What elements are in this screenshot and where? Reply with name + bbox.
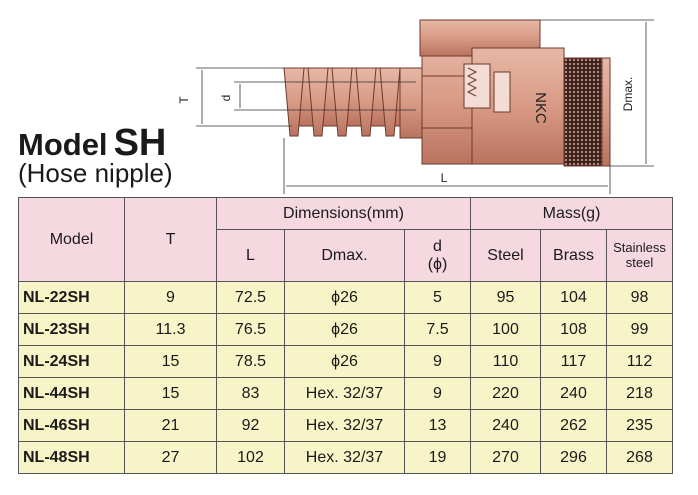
cell-l: 83 xyxy=(216,377,285,410)
cell-dmax: Hex. 32/37 xyxy=(284,377,405,410)
cell-t: 15 xyxy=(124,377,217,410)
header-d: d (ϕ) xyxy=(404,229,471,282)
cell-brass: 104 xyxy=(540,281,607,314)
dim-Dmax xyxy=(540,19,654,167)
cell-d: 13 xyxy=(404,409,471,442)
cell-model: NL-46SH xyxy=(18,409,125,442)
cell-stainless: 268 xyxy=(606,441,673,474)
coupling-drawing: NKC T d L Dmax. xyxy=(177,19,654,194)
cell-brass: 108 xyxy=(540,313,607,346)
cell-brass: 296 xyxy=(540,441,607,474)
cell-steel: 270 xyxy=(470,441,541,474)
dim-label-d: d xyxy=(219,95,233,102)
cell-t: 9 xyxy=(124,281,217,314)
cell-brass: 240 xyxy=(540,377,607,410)
cell-l: 92 xyxy=(216,409,285,442)
header-dimensions: Dimensions(mm) xyxy=(216,197,471,230)
cell-d: 9 xyxy=(404,345,471,378)
cell-t: 15 xyxy=(124,345,217,378)
cell-dmax: ϕ26 xyxy=(284,313,405,346)
cell-steel: 240 xyxy=(470,409,541,442)
cell-model: NL-44SH xyxy=(18,377,125,410)
cell-brass: 117 xyxy=(540,345,607,378)
header-dmax: Dmax. xyxy=(284,229,405,282)
cell-dmax: Hex. 32/37 xyxy=(284,409,405,442)
header-brass: Brass xyxy=(540,229,607,282)
cell-t: 11.3 xyxy=(124,313,217,346)
table-row: NL-44SH 15 83 Hex. 32/37 9 220 240 218 xyxy=(18,377,673,410)
cell-stainless: 112 xyxy=(606,345,673,378)
brand-label: NKC xyxy=(532,92,549,124)
cell-brass: 262 xyxy=(540,409,607,442)
dim-T xyxy=(196,67,292,127)
cell-steel: 95 xyxy=(470,281,541,314)
cell-model: NL-48SH xyxy=(18,441,125,474)
title-model-code: SH xyxy=(113,122,167,164)
cell-stainless: 235 xyxy=(606,409,673,442)
header-model: Model xyxy=(18,197,125,282)
cell-l: 78.5 xyxy=(216,345,285,378)
cell-d: 5 xyxy=(404,281,471,314)
cell-t: 21 xyxy=(124,409,217,442)
dim-label-Dmax: Dmax. xyxy=(621,77,635,112)
page-subtitle: (Hose nipple) xyxy=(18,158,173,188)
cell-t: 27 xyxy=(124,441,217,474)
cell-model: NL-24SH xyxy=(18,345,125,378)
table-row: NL-24SH 15 78.5 ϕ26 9 110 117 112 xyxy=(18,345,673,378)
header-d-label: d xyxy=(433,237,442,255)
cell-d: 9 xyxy=(404,377,471,410)
dim-d xyxy=(234,81,416,111)
cell-steel: 110 xyxy=(470,345,541,378)
cell-dmax: Hex. 32/37 xyxy=(284,441,405,474)
title-model-word: Model xyxy=(18,127,108,162)
dim-label-T: T xyxy=(177,96,191,104)
cell-stainless: 218 xyxy=(606,377,673,410)
cell-steel: 100 xyxy=(470,313,541,346)
cell-l: 76.5 xyxy=(216,313,285,346)
hose-nipple xyxy=(283,67,423,139)
header-stainless: Stainless steel xyxy=(606,229,673,282)
cell-d: 7.5 xyxy=(404,313,471,346)
dim-label-L: L xyxy=(441,171,448,185)
header-l: L xyxy=(216,229,285,282)
cell-stainless: 98 xyxy=(606,281,673,314)
cell-model: NL-22SH xyxy=(18,281,125,314)
table-row: NL-22SH 9 72.5 ϕ26 5 95 104 98 xyxy=(18,281,673,314)
header-d-unit: (ϕ) xyxy=(427,255,448,273)
table-row: NL-46SH 21 92 Hex. 32/37 13 240 262 235 xyxy=(18,409,673,442)
cell-steel: 220 xyxy=(470,377,541,410)
cell-dmax: ϕ26 xyxy=(284,281,405,314)
cell-l: 72.5 xyxy=(216,281,285,314)
socket-body xyxy=(419,19,611,167)
header-stainless-line2: steel xyxy=(625,254,654,270)
table-row: NL-23SH 11.3 76.5 ϕ26 7.5 100 108 99 xyxy=(18,313,673,346)
dim-L xyxy=(283,138,611,194)
cell-dmax: ϕ26 xyxy=(284,345,405,378)
cell-d: 19 xyxy=(404,441,471,474)
header-stainless-line1: Stainless xyxy=(613,239,666,255)
cell-model: NL-23SH xyxy=(18,313,125,346)
table-row: NL-48SH 27 102 Hex. 32/37 19 270 296 268 xyxy=(18,441,673,474)
header-mass: Mass(g) xyxy=(470,197,673,230)
header-t: T xyxy=(124,197,217,282)
cell-l: 102 xyxy=(216,441,285,474)
header-steel: Steel xyxy=(470,229,541,282)
cell-stainless: 99 xyxy=(606,313,673,346)
spec-table: Model T Dimensions(mm) Mass(g) L Dmax. d… xyxy=(18,197,673,474)
